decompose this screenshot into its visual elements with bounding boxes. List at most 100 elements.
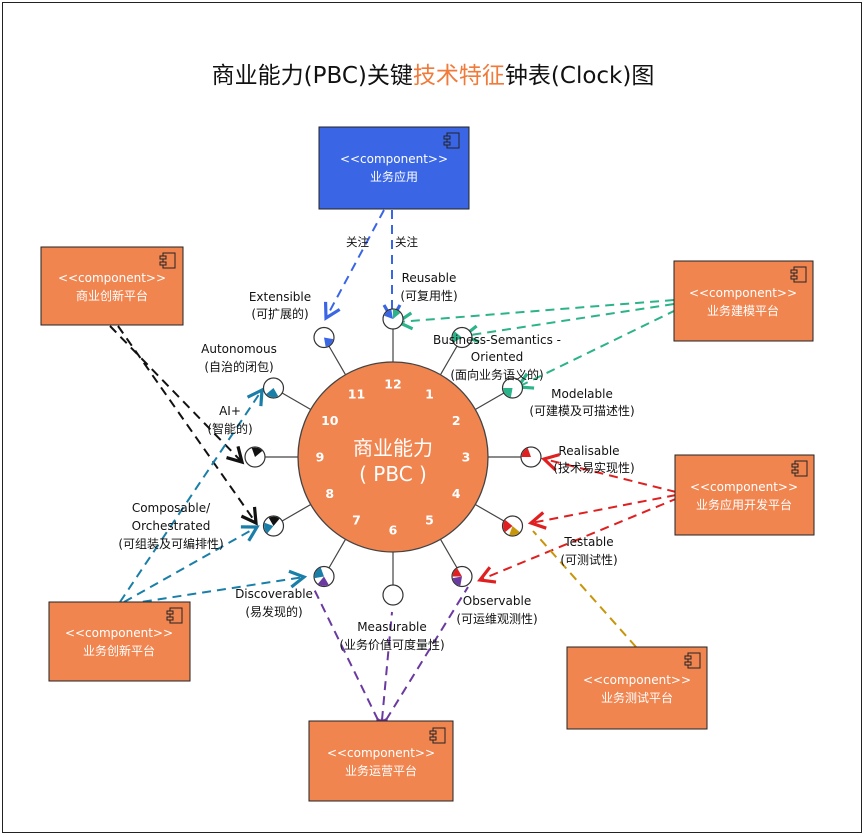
feature-semantics-en: Business-Semantics - (433, 333, 561, 347)
pbc-hub-circle (297, 361, 489, 553)
feature-composable-cn: (可组装及可编排性) (118, 536, 223, 551)
feature-ai-cn: (智能的) (207, 421, 252, 436)
feature-node-accent-testable-0 (503, 519, 513, 533)
arrow-layer (109, 209, 679, 737)
component-icon (790, 266, 807, 283)
feature-semantics-en2: Oriented (471, 350, 523, 364)
hour-number-12: 12 (384, 377, 401, 392)
feature-node-accent-composable-1 (268, 516, 280, 526)
feature-testable-cn: (可测试性) (560, 552, 617, 567)
feature-node-accent-reusable-0 (384, 309, 393, 319)
arrow-dev-to-realisable (540, 453, 677, 493)
feature-reusable-en: Reusable (402, 271, 457, 285)
component-stereotype: <<component>> (690, 480, 798, 494)
component-icon (684, 652, 701, 669)
component-name: 业务运营平台 (345, 763, 417, 778)
feature-extensible-en: Extensible (249, 290, 311, 304)
arrow-biz-to-composable (123, 525, 260, 603)
arrow-innovation-to-ai (109, 325, 245, 465)
component-business-innovation-platform[interactable]: <<component>> 商业创新平台 (40, 246, 184, 326)
feature-node-accent-composable-0 (264, 522, 274, 534)
component-name: 商业创新平台 (76, 288, 148, 303)
arrow-modeling-to-reusable (394, 299, 675, 331)
feature-discoverable-cn: (易发现的) (245, 604, 302, 619)
feature-modelable-cn: (可建模及可描述性) (529, 404, 634, 418)
component-icon (791, 460, 808, 477)
feature-node-accent-reusable-1 (393, 309, 401, 319)
component-name: 业务应用开发平台 (696, 497, 792, 512)
feature-node-accent-business-semantics-0 (452, 331, 462, 343)
hour-number-7: 7 (352, 513, 361, 528)
component-stereotype: <<component>> (327, 746, 435, 760)
diagram-title: 商业能力(PBC)关键技术特征钟表(Clock)图 (212, 63, 655, 89)
feature-semantics-cn: (面向业务语义的) (450, 367, 543, 382)
title-part-2: 钟表(Clock)图 (505, 63, 654, 89)
clock-spokes (244, 308, 542, 606)
relation-label-right: 关注 (395, 235, 418, 249)
feature-node-accent-observable-0 (452, 568, 462, 577)
component-name: 业务测试平台 (601, 690, 673, 705)
component-biz-innovation-platform[interactable]: <<component>> 业务创新平台 (48, 601, 191, 682)
component-icon (166, 607, 183, 624)
component-stereotype: <<component>> (65, 626, 173, 640)
arrow-ops-to-measurable (371, 611, 393, 736)
component-name: 业务应用 (370, 169, 418, 184)
hub-label-line2: ( PBC ) (359, 462, 427, 486)
feature-node-accent-realisable-0 (521, 448, 531, 457)
feature-composable-en2: Orchestrated (132, 519, 211, 533)
component-icon (159, 252, 176, 269)
hour-number-11: 11 (348, 386, 365, 401)
arrow-dev-to-testable (527, 494, 677, 530)
feature-observable-cn: (可运维观测性) (456, 612, 537, 626)
feature-node-measurable[interactable] (382, 584, 404, 606)
feature-node-accent-testable-1 (509, 526, 520, 536)
feature-observable-en: Observable (463, 594, 531, 608)
feature-modelable-en: Modelable (551, 387, 613, 401)
feature-node-accent-modelable-0 (503, 388, 513, 398)
feature-testable-en: Testable (563, 535, 613, 549)
component-icon (443, 132, 460, 149)
component-ops-platform[interactable]: <<component>> 业务运营平台 (308, 720, 454, 802)
feature-composable-en: Composable/ (132, 501, 211, 515)
component-icon (429, 727, 446, 744)
hour-number-1: 1 (425, 386, 434, 401)
component-name: 业务建模平台 (707, 303, 779, 318)
component-stereotype: <<component>> (583, 673, 691, 687)
component-business-modeling-platform[interactable]: <<component>> 业务建模平台 (673, 260, 814, 342)
feature-ai-en: AI+ (219, 404, 241, 418)
component-app-dev-platform[interactable]: <<component>> 业务应用开发平台 (674, 454, 815, 536)
feature-node-accent-extensible-0 (324, 337, 334, 347)
component-business-app[interactable]: <<component>> 业务应用 (318, 126, 470, 210)
feature-measurable-en: Measurable (357, 620, 427, 634)
arrow-ops-to-discoverable (312, 586, 393, 737)
hub-label-line1: 商业能力 (353, 436, 433, 460)
component-boxes: <<component>> 业务应用 <<component>> 商业创新平台 … (40, 126, 815, 802)
feature-realisable-cn: (技术易实现性) (553, 460, 634, 475)
component-name: 业务创新平台 (83, 643, 155, 658)
feature-measurable-cn: (业务价值可度量性) (339, 637, 444, 652)
arrow-app-to-extensible (323, 209, 385, 321)
feature-realisable-en: Realisable (558, 444, 619, 458)
component-stereotype: <<component>> (689, 286, 797, 300)
hour-number-5: 5 (425, 513, 434, 528)
feature-extensible-cn: (可扩展的) (251, 306, 308, 321)
feature-autonomous-cn: (自治的闭包) (204, 359, 273, 374)
hour-number-2: 2 (452, 413, 461, 428)
title-highlight: 技术特征 (413, 63, 505, 89)
component-stereotype: <<component>> (58, 271, 166, 285)
feature-node-accent-ai-0 (251, 447, 263, 457)
feature-node-accent-discoverable-1 (317, 576, 329, 586)
hour-number-8: 8 (325, 486, 334, 501)
feature-discoverable-en: Discoverable (235, 587, 313, 601)
arrow-ops-to-observable (371, 586, 469, 737)
arrow-modeling-to-semantics (460, 303, 675, 344)
hour-number-3: 3 (462, 450, 471, 465)
arrow-innovation-to-composable (117, 325, 258, 526)
feature-autonomous-en: Autonomous (201, 342, 277, 356)
component-testing-platform[interactable]: <<component>> 业务测试平台 (566, 646, 708, 730)
arrow-testing-to-testable (532, 530, 637, 648)
hour-number-4: 4 (452, 486, 461, 501)
